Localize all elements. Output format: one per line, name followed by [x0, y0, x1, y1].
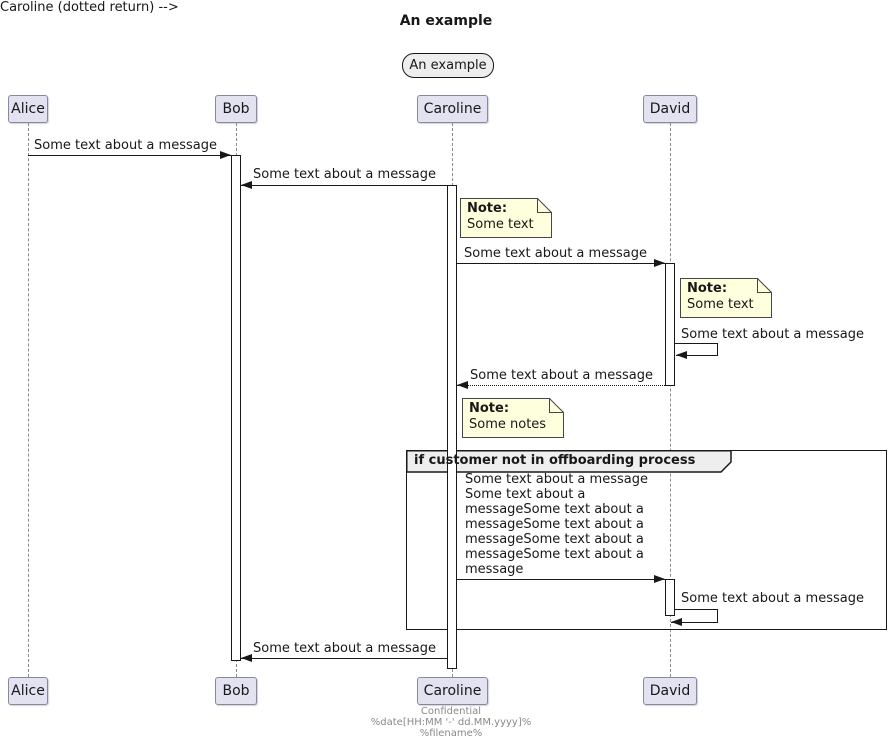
- message-label: Some text about a message: [253, 641, 436, 656]
- note-fold-icon: [537, 198, 552, 213]
- arrowhead-left-icon: [457, 381, 468, 389]
- participant-top-bob: Bob: [215, 95, 257, 123]
- note-heading: Note:: [687, 281, 728, 296]
- note-body: Some text: [467, 217, 534, 232]
- self-message-bottom-line: [671, 622, 718, 623]
- footer-date-placeholder: %date[HH:MM '-' dd.MM.yyyy]%: [370, 717, 532, 728]
- lifeline-david: [669, 123, 671, 677]
- note-fold-icon: [549, 398, 564, 413]
- note-fold-icon: [757, 278, 772, 293]
- note-heading: Note:: [469, 401, 510, 416]
- self-message-side-line: [717, 343, 718, 355]
- arrowhead-right-icon: [654, 259, 665, 267]
- self-message-top-line: [675, 609, 718, 610]
- note: Note: Some notes: [462, 398, 564, 438]
- message-label: Some text about a message: [464, 246, 647, 261]
- arrowhead-left-icon: [241, 181, 252, 189]
- self-message-top-line: [675, 343, 718, 344]
- message-label: Some text about a message: [470, 368, 653, 383]
- message-line: [241, 658, 447, 659]
- participant-bottom-alice: Alice: [8, 677, 48, 705]
- title-frame: An example: [402, 53, 494, 78]
- self-message-side-line: [717, 609, 718, 622]
- footer: Confidential %date[HH:MM '-' dd.MM.yyyy]…: [371, 706, 531, 739]
- message-label: Some text about a message: [681, 327, 864, 342]
- arrowhead-right-icon: [220, 151, 231, 159]
- arrowhead-left-icon: [671, 618, 682, 626]
- group-header: [406, 450, 732, 473]
- activation-david-1: [665, 263, 675, 386]
- return-message-line: [457, 385, 665, 386]
- message-line: [241, 185, 447, 186]
- note-body: Some text: [687, 297, 754, 312]
- group-label: if customer not in offboarding process: [414, 453, 696, 468]
- participant-bottom-bob: Bob: [215, 677, 257, 705]
- participant-top-alice: Alice: [8, 95, 48, 123]
- message-label: Some text about a message Some text abou…: [465, 472, 648, 577]
- activation-bob: [231, 155, 241, 661]
- arrowhead-left-icon: [241, 654, 252, 662]
- note-body: Some notes: [469, 417, 547, 432]
- activation-caroline: [447, 185, 457, 669]
- message-label: Some text about a message: [34, 138, 217, 153]
- note: Note: Some text: [680, 278, 772, 318]
- self-message-bottom-line: [676, 355, 718, 356]
- participant-bottom-david: David: [643, 677, 697, 705]
- message-line: [457, 263, 665, 264]
- lifeline-alice: [27, 123, 29, 677]
- message-label: Some text about a message: [681, 591, 864, 606]
- activation-david-2: [665, 579, 675, 616]
- diagram-title: An example: [399, 13, 493, 29]
- message-line: [457, 579, 665, 580]
- participant-bottom-caroline: Caroline: [417, 677, 488, 705]
- footer-filename-placeholder: %filename%: [419, 728, 483, 739]
- note: Note: Some text: [460, 198, 552, 238]
- participant-top-caroline: Caroline: [417, 95, 488, 123]
- message-label: Some text about a message: [253, 167, 436, 182]
- footer-confidential: Confidential: [420, 706, 482, 717]
- arrowhead-right-icon: [654, 575, 665, 583]
- note-heading: Note:: [467, 201, 508, 216]
- participant-top-david: David: [643, 95, 697, 123]
- message-line: [28, 155, 231, 156]
- arrowhead-left-icon: [676, 351, 687, 359]
